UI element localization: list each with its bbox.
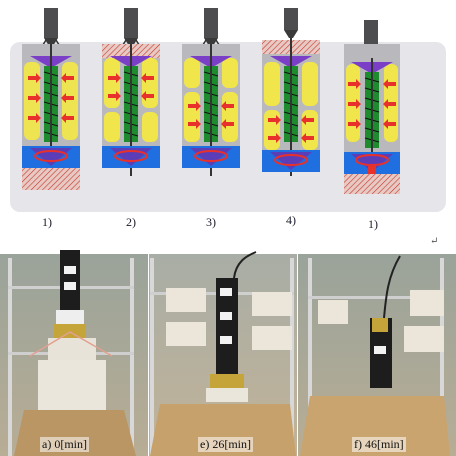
step-label-3: 3) [206, 215, 216, 229]
actuator-rod [44, 8, 58, 38]
mechanism-step-2 [102, 8, 160, 176]
step-label-5: 1) [368, 217, 378, 231]
photo-e [149, 251, 297, 456]
mechanism-step-4 [262, 8, 320, 176]
mechanism-step-3 [182, 8, 240, 176]
rotation-arrow [34, 150, 68, 162]
photo-strip [0, 250, 456, 456]
step-label-2: 2) [126, 215, 136, 229]
mechanism-step-5 [344, 20, 400, 194]
photo-a [0, 250, 148, 456]
return-icon: ↵ [430, 236, 439, 247]
soil [22, 168, 80, 190]
step-label-4: 4) [286, 213, 296, 227]
photo-f [298, 254, 456, 456]
mechanism-step-1 [22, 8, 80, 190]
step-label-1: 1) [42, 215, 52, 229]
photo-caption-a: a) 0[min] [40, 437, 89, 452]
photo-caption-f: f) 46[min] [352, 437, 406, 452]
rod-tip [44, 38, 58, 46]
photo-caption-e: e) 26[min] [198, 437, 253, 452]
